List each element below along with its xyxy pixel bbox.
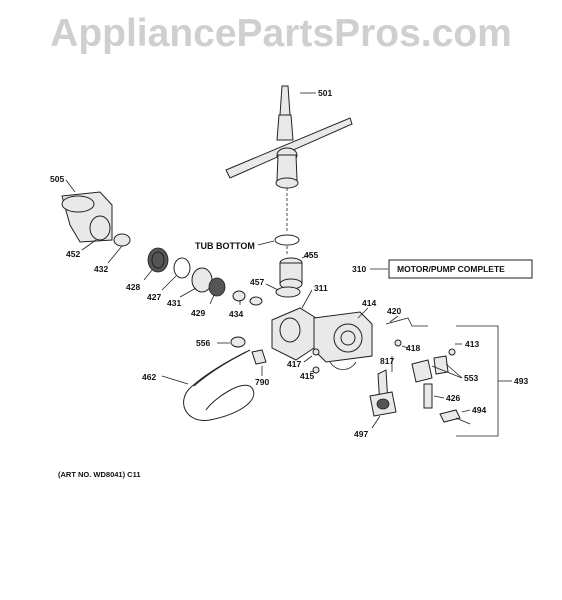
label-429: 429 (191, 308, 205, 318)
label-414: 414 (362, 298, 376, 308)
label-415: 415 (300, 371, 314, 381)
label-462: 462 (142, 372, 156, 382)
label-426: 426 (446, 393, 460, 403)
motor-pump-box (388, 259, 533, 279)
pipe-455 (279, 257, 303, 290)
drain-hose-462 (183, 349, 255, 421)
label-418: 418 (406, 343, 420, 353)
label-420: 420 (387, 306, 401, 316)
label-556: 556 (196, 338, 210, 348)
label-817: 817 (380, 356, 394, 366)
label-494: 494 (472, 405, 486, 415)
sump-housing-505 (61, 191, 131, 247)
label-310: 310 (352, 264, 366, 274)
spray-arm-501 (225, 85, 353, 232)
label-501: 501 (318, 88, 332, 98)
label-493: 493 (514, 376, 528, 386)
watermark-text: AppliancePartsPros.com (50, 12, 512, 55)
impeller-stack (147, 247, 263, 306)
art-number: (ART NO. WD8041) C11 (58, 470, 141, 479)
label-452: 452 (66, 249, 80, 259)
label-505: 505 (50, 174, 64, 184)
tub-bottom-label: TUB BOTTOM (195, 241, 255, 251)
label-311: 311 (314, 283, 328, 293)
label-434: 434 (229, 309, 243, 319)
label-790: 790 (255, 377, 269, 387)
label-553: 553 (464, 373, 478, 383)
label-457: 457 (250, 277, 264, 287)
label-427: 427 (147, 292, 161, 302)
solenoid-497 (369, 369, 397, 417)
label-497: 497 (354, 429, 368, 439)
label-428: 428 (126, 282, 140, 292)
label-413: 413 (465, 339, 479, 349)
motor-pump-label: MOTOR/PUMP COMPLETE (397, 264, 505, 274)
motor (313, 311, 373, 370)
label-417: 417 (287, 359, 301, 369)
label-431: 431 (167, 298, 181, 308)
label-432: 432 (94, 264, 108, 274)
pump-housing-311 (271, 307, 317, 361)
label-455: 455 (304, 250, 318, 260)
switch-brackets (411, 355, 449, 383)
